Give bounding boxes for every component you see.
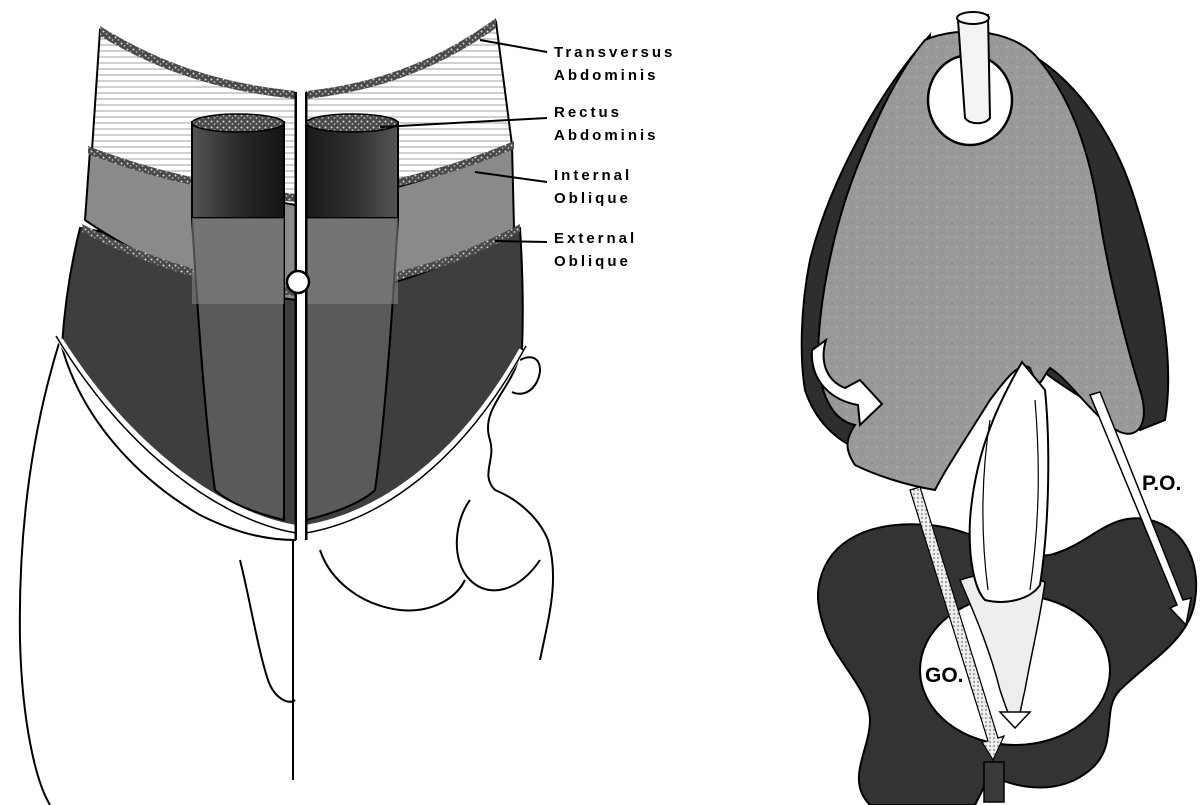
abdominal-wall-figure: Transversus Abdominis Rectus Abdominis I… <box>20 18 676 805</box>
label-transversus-line1: Transversus <box>554 44 675 61</box>
label-rectus-line2: Abdominis <box>554 127 659 144</box>
rectus-cut-top-right <box>306 114 398 132</box>
label-external-line1: External <box>554 230 637 247</box>
rectus-abdominis-left <box>192 122 284 218</box>
label-internal-line2: Oblique <box>554 190 631 207</box>
rectus-cut-top-left <box>192 114 284 132</box>
label-internal-line1: Internal <box>554 167 632 184</box>
label-transversus-line2: Abdominis <box>554 67 659 84</box>
pubic-symphysis <box>984 762 1004 802</box>
rectus-abdominis-right <box>306 122 398 218</box>
label-external-line2: Oblique <box>554 253 631 270</box>
pelvic-floor-figure: P.O. GO. <box>802 12 1196 805</box>
umbilicus <box>287 271 309 293</box>
label-go: GO. <box>925 664 964 687</box>
label-rectus-line1: Rectus <box>554 104 622 121</box>
label-po: P.O. <box>1142 472 1181 495</box>
